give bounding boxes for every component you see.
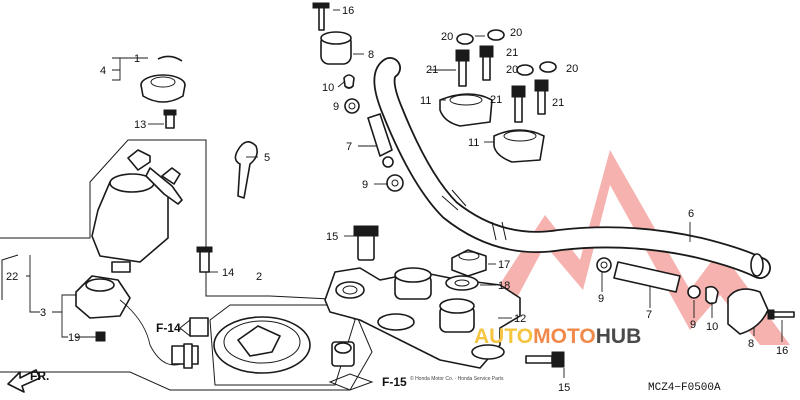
callout-13: 13	[134, 119, 146, 131]
watermark-brand-auto: AUTO	[474, 325, 533, 348]
callout-20d: 20	[566, 63, 578, 75]
direction-label: FR.	[30, 369, 49, 383]
callout-21b: 21	[506, 47, 518, 59]
callout-6: 6	[688, 208, 694, 220]
callout-20a: 20	[441, 31, 453, 43]
callout-22: 22	[6, 271, 18, 283]
callout-14: 14	[222, 267, 234, 279]
callout-9b: 9	[362, 179, 368, 191]
watermark-brand: AUTOMOTOHUB	[474, 325, 641, 348]
callout-7a: 7	[346, 141, 352, 153]
watermark-brand-hub: HUB	[596, 325, 642, 348]
callout-11b: 11	[468, 137, 479, 149]
callout-labels: 1 2 3 4 5 6 7 7 8 8 9 9 9 9 10 10 11 11 …	[6, 5, 788, 394]
callout-20c: 20	[506, 64, 518, 76]
callout-15a: 15	[326, 231, 338, 243]
callout-10b: 10	[706, 321, 718, 333]
callout-18: 18	[498, 280, 510, 292]
callout-10a: 10	[322, 82, 334, 94]
callout-7b: 7	[646, 309, 652, 321]
callout-4: 4	[100, 65, 106, 77]
callout-9c: 9	[598, 293, 604, 305]
callout-21c: 21	[490, 94, 502, 106]
callout-9a: 9	[333, 101, 339, 113]
fine-print: © Honda Motor Co. · Honda Service Parts	[410, 375, 504, 382]
handlebar-holders	[439, 29, 557, 163]
callout-21a: 21	[426, 64, 438, 76]
bar-end-assembly	[596, 257, 795, 335]
callout-21d: 21	[552, 97, 564, 109]
callout-11a: 11	[420, 95, 431, 107]
callout-8a: 8	[368, 49, 374, 61]
callout-15b: 15	[558, 382, 570, 394]
callout-16a: 16	[342, 5, 354, 17]
callout-16b: 16	[776, 345, 788, 357]
ref-f15: F-15	[382, 375, 407, 389]
center-damper-column	[312, 2, 404, 192]
callout-12: 12	[514, 313, 526, 325]
leader-lines	[26, 9, 783, 378]
callout-8b: 8	[748, 338, 754, 350]
callout-1: 1	[134, 53, 140, 65]
ref-f14: F-14	[156, 321, 181, 335]
fuel-cap-group	[189, 304, 356, 386]
reference-arrows	[7, 318, 374, 393]
callout-20b: 20	[510, 27, 522, 39]
top-bridge	[324, 225, 565, 369]
diagram-code: MCZ4−F0500A	[648, 382, 721, 394]
callout-3: 3	[40, 307, 46, 319]
callout-2: 2	[256, 271, 262, 283]
ignition-switch-group	[75, 55, 258, 369]
enclosure-outlines	[0, 139, 373, 391]
watermark-brand-moto: MOTO	[533, 325, 596, 348]
callout-9d: 9	[690, 319, 696, 331]
handlebar	[373, 57, 771, 279]
callout-17: 17	[498, 259, 510, 271]
callout-5: 5	[264, 152, 270, 164]
callout-19: 19	[68, 332, 80, 344]
